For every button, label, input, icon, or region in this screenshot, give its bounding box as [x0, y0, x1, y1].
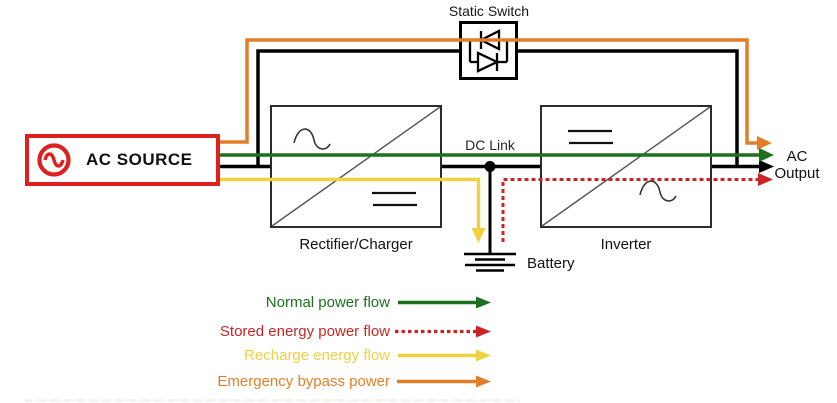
legend-arrow-normal	[398, 296, 491, 309]
dc-link-label: DC Link	[465, 137, 515, 153]
ac-source-label: AC SOURCE	[86, 150, 193, 169]
inverter-label: Inverter	[600, 236, 652, 253]
legend-label-bypass: Emergency bypass power	[217, 373, 390, 390]
legend-arrow-bypass	[397, 375, 491, 388]
rectifier-box	[270, 105, 442, 228]
ac-output-line2: Output	[774, 165, 820, 182]
ac-output-label: AC Output	[768, 148, 826, 182]
stored-flow-line	[501, 178, 759, 242]
legend-label-normal: Normal power flow	[265, 294, 390, 311]
converter-diagonal	[271, 106, 441, 227]
normal-flow-arrow	[759, 148, 774, 162]
bypass-flow-line	[220, 38, 758, 145]
ac-source-box: AC SOURCE	[25, 134, 220, 186]
inverter-box	[540, 105, 712, 228]
rectifier-symbol	[271, 106, 441, 227]
ac-source-icon	[37, 143, 71, 177]
battery-label: Battery	[527, 255, 575, 272]
recharge-flow-arrow	[471, 228, 486, 243]
stored-flow-arrow	[758, 173, 773, 186]
ac-output-line1: AC	[786, 148, 808, 165]
static-switch-label: Static Switch	[448, 3, 530, 19]
dc-lines-glyph	[568, 129, 613, 145]
ac-output-arrow-black	[759, 160, 774, 173]
legend-label-recharge: Recharge energy flow	[244, 347, 390, 364]
cutoff-caption-remnant	[25, 399, 520, 402]
recharge-flow-line	[220, 177, 481, 229]
battery-symbol	[464, 252, 516, 272]
legend-label-stored: Stored energy power flow	[219, 323, 390, 340]
bypass-flow-arrow	[757, 136, 772, 150]
ac-sine-glyph	[639, 180, 677, 202]
rectifier-label: Rectifier/Charger	[299, 236, 413, 253]
ac-sine-glyph	[293, 128, 331, 150]
converter-diagonal	[541, 106, 711, 227]
legend-arrow-stored	[395, 325, 491, 338]
dc-lines-glyph	[372, 191, 417, 207]
inverter-symbol	[541, 106, 711, 227]
static-switch-box	[459, 21, 518, 80]
legend-arrow-recharge	[398, 349, 491, 362]
